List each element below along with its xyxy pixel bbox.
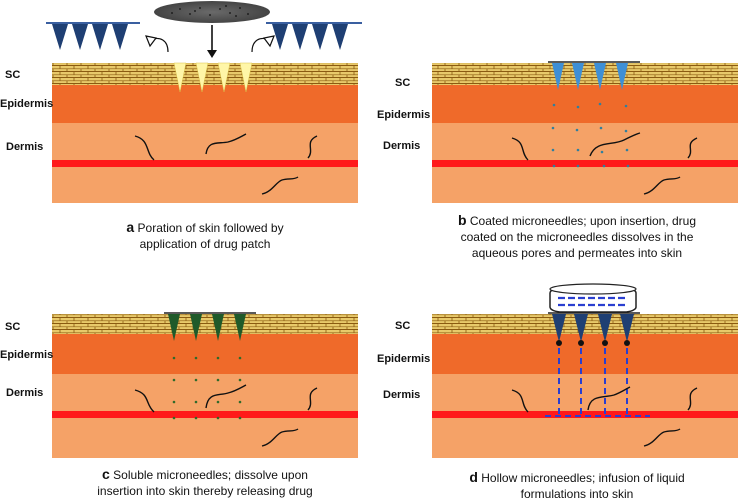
caption-c: c Soluble microneedles; dissolve upon in… [40, 466, 370, 499]
soluble-microneedle-array [164, 312, 256, 341]
epidermis-layer [432, 85, 738, 123]
sc-layer [432, 63, 738, 85]
epidermis-layer [432, 334, 738, 374]
caption-d: d Hollow microneedles; infusion of liqui… [412, 469, 742, 502]
blood-vessel [52, 411, 358, 418]
curved-arrow-icon [251, 35, 275, 53]
label-sc: SC [395, 77, 410, 89]
caption-text: Coated microneedles; upon insertion, dru… [469, 214, 697, 228]
dermis-fibers [134, 384, 318, 447]
caption-letter: d [469, 469, 478, 485]
drug-dots [551, 102, 630, 168]
epidermis-layer [52, 334, 358, 374]
label-epidermis: Epidermis [377, 353, 430, 365]
label-epidermis: Epidermis [377, 109, 430, 121]
label-sc: SC [5, 69, 20, 81]
label-dermis: Dermis [383, 140, 420, 152]
caption-text: Soluble microneedles; dissolve upon [113, 468, 308, 482]
drug-patch [154, 1, 270, 23]
label-sc: SC [5, 321, 20, 333]
dermis-fibers [134, 133, 318, 195]
label-epidermis: Epidermis [0, 349, 53, 361]
label-dermis: Dermis [6, 141, 43, 153]
label-dermis: Dermis [383, 389, 420, 401]
blood-vessel [52, 160, 358, 167]
caption-a: a Poration of skin followed by applicati… [40, 219, 370, 252]
caption-text: formulations into skin [520, 487, 634, 501]
label-dermis: Dermis [6, 387, 43, 399]
panel-a [46, 1, 362, 203]
dermis-fibers [511, 132, 698, 195]
caption-b: b Coated microneedles; upon insertion, d… [412, 212, 742, 261]
hollow-microneedle-array [548, 312, 640, 346]
caption-text: Poration of skin followed by [137, 221, 284, 235]
caption-letter: c [102, 466, 110, 482]
label-epidermis: Epidermis [0, 98, 53, 110]
panel-b [432, 61, 738, 203]
down-arrow-icon [207, 25, 217, 58]
panel-c [52, 312, 358, 458]
microneedle-array-right [266, 22, 362, 50]
blood-vessel [432, 160, 738, 167]
drug-dots [172, 356, 242, 420]
dermis-fibers [511, 386, 698, 447]
epidermis-layer [52, 85, 358, 123]
label-sc: SC [395, 320, 410, 332]
caption-text: Hollow microneedles; infusion of liquid [481, 471, 685, 485]
caption-letter: a [126, 219, 135, 235]
caption-text: insertion into skin thereby releasing dr… [97, 484, 313, 498]
reservoir [549, 283, 637, 313]
curved-arrow-icon [145, 35, 169, 53]
pores [173, 62, 253, 93]
caption-letter: b [457, 212, 467, 228]
sc-layer [52, 314, 358, 334]
caption-text: application of drug patch [139, 237, 271, 251]
blood-vessel [432, 411, 738, 418]
coated-microneedle-array [548, 61, 640, 90]
panel-d [432, 283, 738, 458]
caption-text: aqueous pores and permeates into skin [471, 246, 683, 260]
drug-infusion-lines [545, 348, 650, 417]
caption-text: coated on the microneedles dissolves in … [460, 230, 694, 244]
microneedle-array-left [46, 22, 140, 50]
